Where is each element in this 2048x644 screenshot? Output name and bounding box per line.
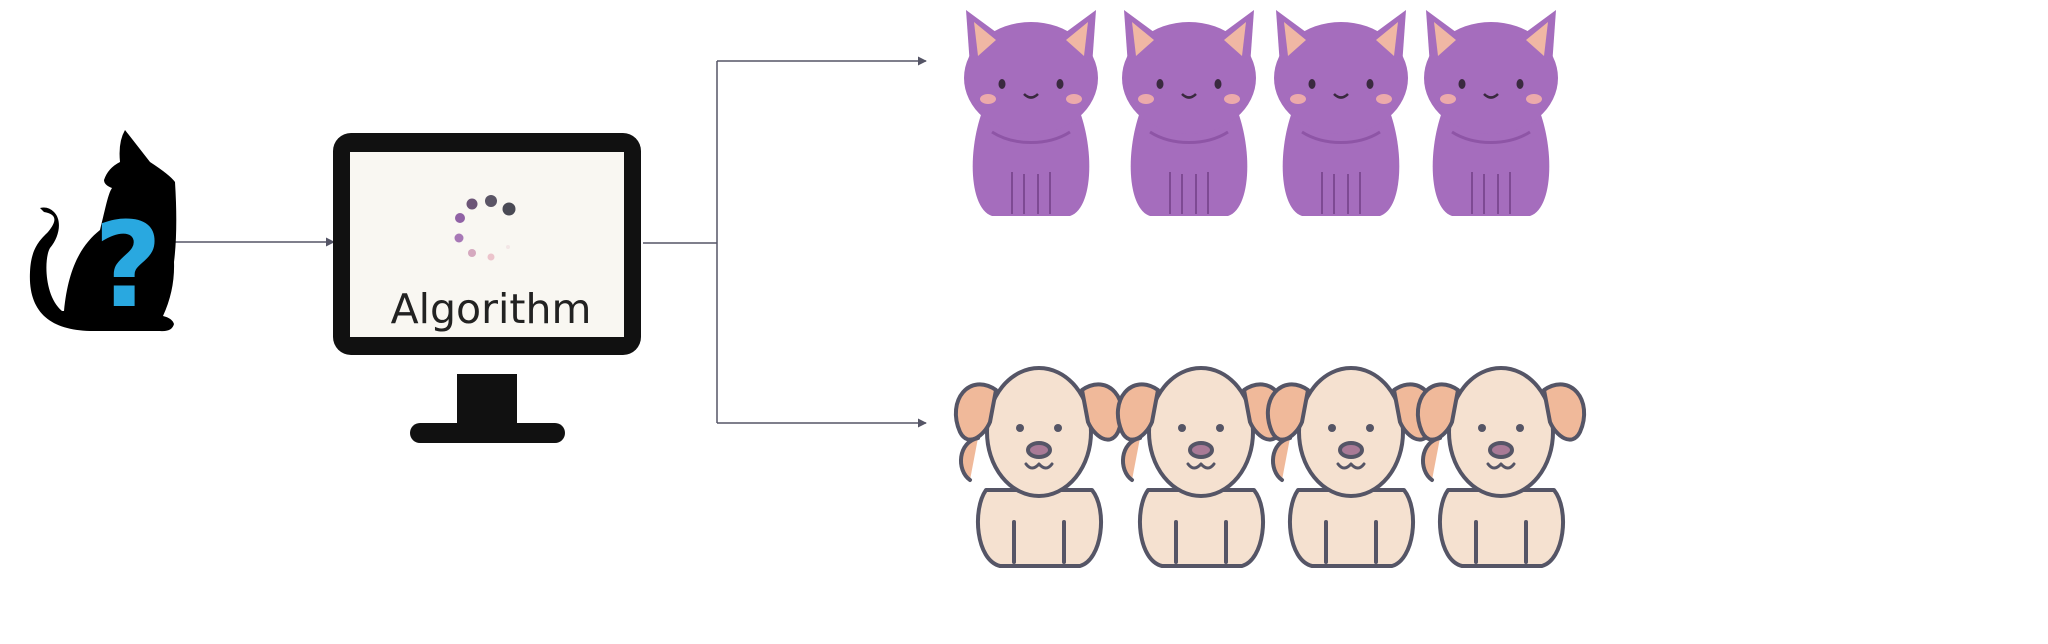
- beige-dog-icon: [1415, 366, 1587, 568]
- loading-spinner-icon: [454, 195, 516, 261]
- cat-silhouette-question-icon: ?: [29, 130, 177, 334]
- beige-dog-icon: [1265, 366, 1437, 568]
- monitor-base: [410, 423, 565, 443]
- purple-cat-icon: [1274, 10, 1408, 216]
- question-mark: ?: [94, 196, 162, 334]
- beige-dog-icon: [1115, 366, 1287, 568]
- algorithm-monitor: Algorithm: [333, 133, 641, 443]
- purple-cat-icon: [1122, 10, 1256, 216]
- cat-group: [964, 10, 1558, 216]
- monitor-screen: [350, 152, 624, 337]
- connector-lines: [172, 56, 927, 428]
- purple-cat-icon: [1424, 10, 1558, 216]
- algorithm-label: Algorithm: [391, 285, 592, 333]
- monitor-neck: [457, 374, 517, 426]
- beige-dog-icon: [953, 366, 1125, 568]
- purple-cat-icon: [964, 10, 1098, 216]
- dog-group: [953, 366, 1587, 568]
